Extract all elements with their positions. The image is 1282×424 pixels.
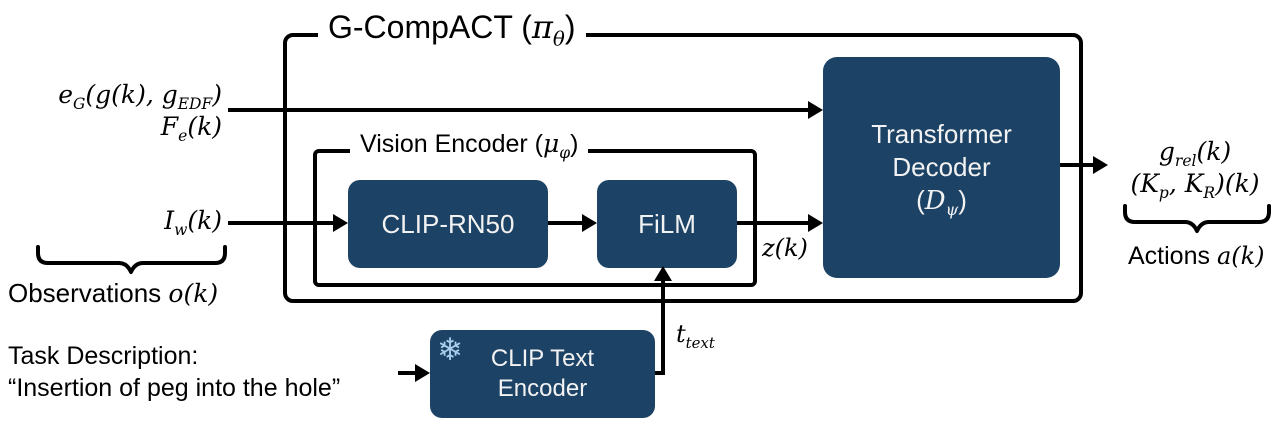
vision-encoder-title: Vision Encoder (μφ) — [350, 126, 589, 162]
arrow-task-head — [415, 364, 430, 382]
arrow-ttext-head — [654, 266, 672, 281]
actions-label: Actions a(k) — [1128, 242, 1265, 271]
t-text-label: ttext — [676, 320, 715, 352]
clip-rn50-label: CLIP-RN50 — [381, 208, 515, 239]
film-block: FiLM — [597, 180, 737, 268]
arrow-rn50-film-line — [548, 221, 583, 225]
task-description-line2: “Insertion of peg into the hole” — [8, 374, 341, 402]
film-label: FiLM — [638, 208, 696, 239]
arrow-iw-line — [228, 221, 334, 225]
gcompact-title: G-CompACT (πθ) — [318, 4, 586, 50]
arrow-eg-line — [228, 108, 810, 112]
output-label-gains: (Kp, KR)(k) — [1130, 169, 1260, 202]
underbrace-left — [36, 245, 227, 274]
z-label: z(k) — [762, 234, 808, 262]
output-label-grel: grel(k) — [1158, 137, 1232, 170]
arrow-output-line — [1060, 163, 1094, 167]
clip-text-encoder-line2: Encoder — [497, 375, 588, 402]
arrow-ttext-stub — [655, 371, 665, 375]
gcompact-box — [283, 33, 1083, 303]
observations-text: Observations — [8, 278, 169, 308]
arrow-iw-head — [333, 214, 348, 232]
observations-math: o(k) — [168, 279, 219, 308]
observations-label: Observations o(k) — [8, 278, 218, 309]
arrow-z-head — [808, 214, 823, 232]
arrow-rn50-film-head — [582, 214, 597, 232]
input-label-fe: Fe(k) — [160, 112, 222, 145]
arrow-output-head — [1093, 156, 1108, 174]
actions-text: Actions — [1128, 242, 1217, 270]
transformer-decoder-line3: (Dψ) — [916, 184, 967, 219]
input-label-iw: Iw(k) — [164, 206, 222, 239]
task-description-line1: Task Description: — [8, 342, 199, 370]
clip-text-encoder-block: ❄ CLIP Text Encoder — [430, 330, 655, 418]
underbrace-right — [1123, 204, 1271, 233]
clip-text-encoder-line1: CLIP Text — [490, 345, 595, 372]
input-label-eg: eG(g(k), gEDF) — [58, 80, 222, 113]
arrow-ttext-vline — [661, 281, 665, 375]
clip-rn50-block: CLIP-RN50 — [348, 180, 548, 268]
arrow-eg-head — [808, 101, 823, 119]
arrow-z-line — [737, 221, 809, 225]
snowflake-icon: ❄ — [437, 332, 463, 368]
transformer-decoder-line2: Decoder — [892, 151, 991, 182]
transformer-decoder-block: Transformer Decoder (Dψ) — [823, 57, 1060, 278]
arrow-task-line — [398, 371, 416, 375]
output-labels: grel(k) (Kp, KR)(k) — [1116, 136, 1274, 202]
task-description-label: Task Description: “Insertion of peg into… — [8, 340, 340, 404]
actions-math: a(k) — [1216, 242, 1265, 270]
transformer-decoder-line1: Transformer — [871, 118, 1012, 149]
